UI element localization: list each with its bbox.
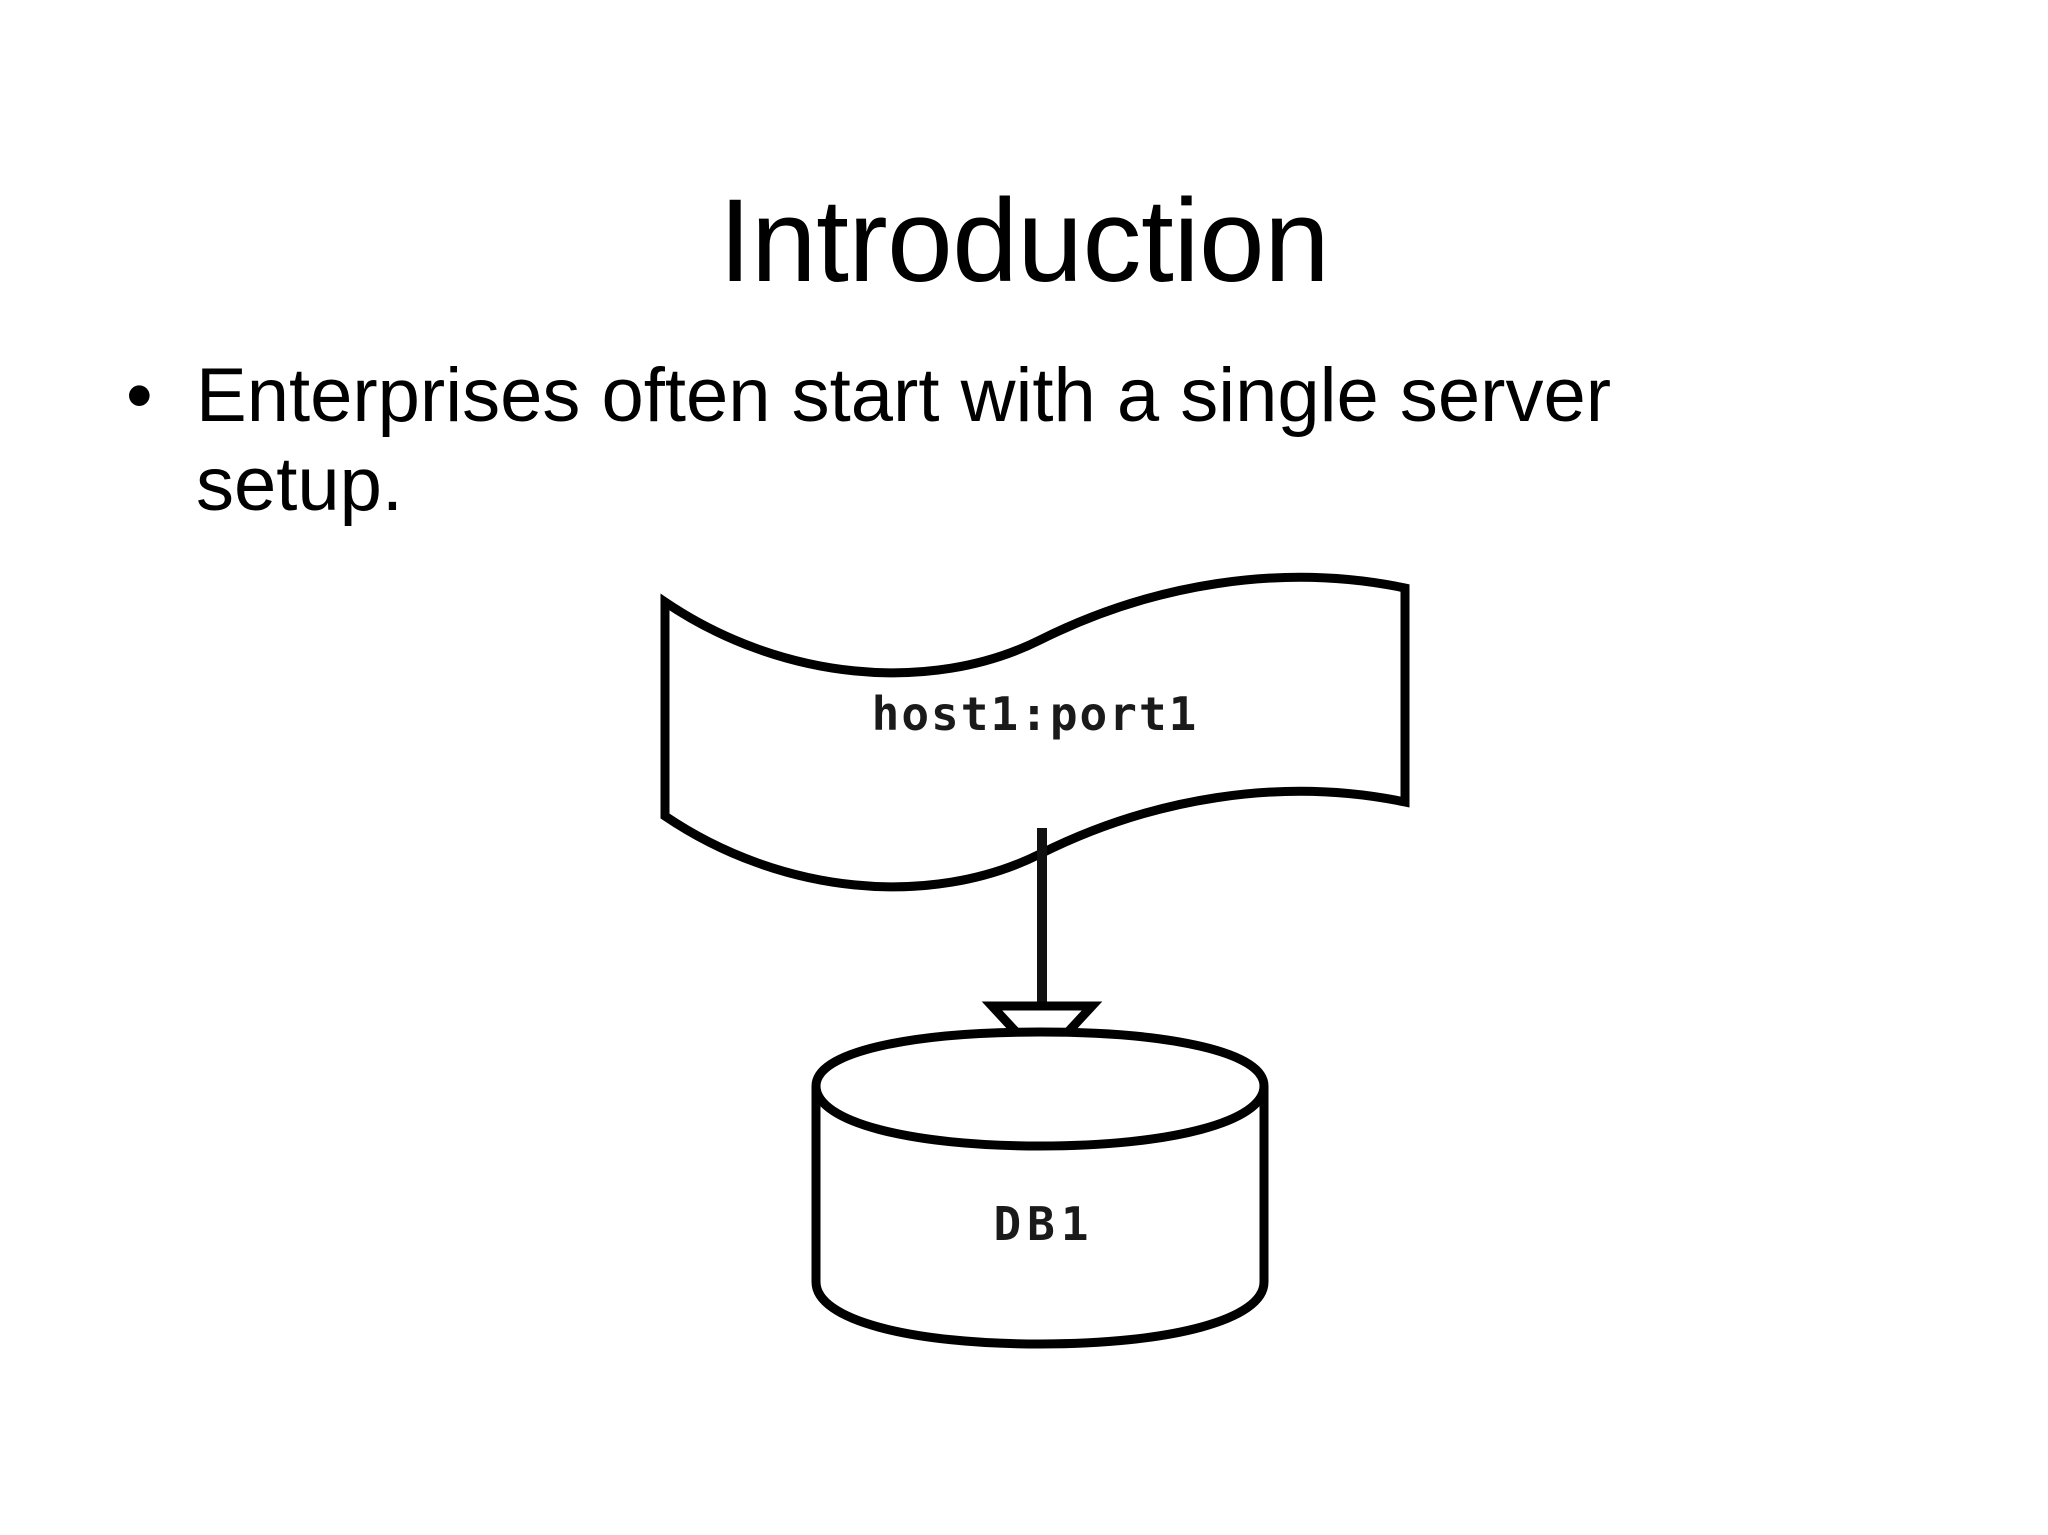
server-node-label: host1:port1 <box>872 687 1199 741</box>
database-node-label: DB1 <box>993 1197 1094 1251</box>
page-title: Introduction <box>718 175 1330 308</box>
server-node: host1:port1 <box>660 572 1410 892</box>
list-item: • Enterprises often start with a single … <box>118 352 1778 530</box>
deployment-diagram: host1:port1 DB1 <box>620 540 1440 1380</box>
bullet-list: • Enterprises often start with a single … <box>118 352 1778 530</box>
bullet-dot-icon: • <box>126 353 153 438</box>
database-node: DB1 <box>811 1027 1269 1349</box>
bullet-text: Enterprises often start with a single se… <box>196 353 1612 527</box>
